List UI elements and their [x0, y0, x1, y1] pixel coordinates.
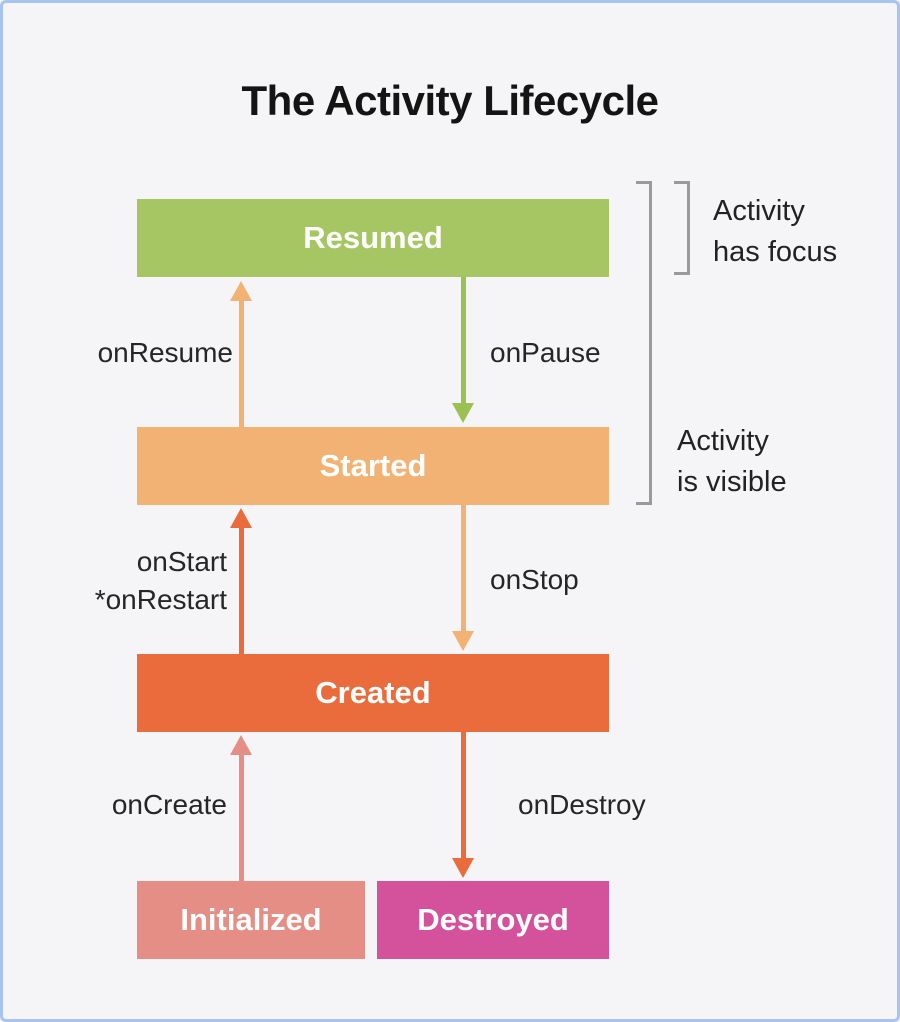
- diagram-title: The Activity Lifecycle: [241, 77, 659, 124]
- arrow-shaft: [238, 528, 244, 654]
- annotation-has-focus: Activity has focus: [713, 191, 837, 273]
- state-label-started: Started: [319, 448, 427, 483]
- arrowhead-up-icon: [230, 735, 252, 755]
- arrow-on-resume: [230, 281, 252, 427]
- transition-label-on-resume: onResume: [97, 337, 233, 368]
- state-label-initialized: Initialized: [180, 902, 322, 937]
- arrow-shaft: [460, 505, 466, 631]
- annotation-is-visible-line2: is visible: [677, 466, 787, 498]
- state-box-started: Started: [137, 427, 609, 505]
- transition-label-on-create: onCreate: [111, 789, 227, 820]
- annotation-is-visible: Activity is visible: [677, 421, 787, 503]
- arrow-shaft: [460, 277, 466, 403]
- state-label-resumed: Resumed: [303, 220, 443, 255]
- transition-label-on-start: onStart *onRestart: [57, 543, 227, 619]
- arrow-shaft: [460, 732, 466, 858]
- bracket-activity-visible: [636, 181, 652, 505]
- state-label-destroyed: Destroyed: [417, 902, 569, 937]
- arrowhead-up-icon: [230, 281, 252, 301]
- bracket-activity-has-focus: [674, 181, 690, 275]
- arrow-on-stop: [452, 505, 474, 651]
- state-box-resumed: Resumed: [137, 199, 609, 277]
- annotation-has-focus-line2: has focus: [713, 236, 838, 268]
- arrow-shaft: [238, 301, 244, 427]
- transition-label-on-destroy: onDestroy: [518, 789, 646, 820]
- state-box-destroyed: Destroyed: [377, 881, 609, 959]
- arrow-on-destroy: [452, 732, 474, 878]
- annotation-is-visible-line1: Activity: [677, 425, 769, 457]
- arrowhead-down-icon: [452, 858, 474, 878]
- arrow-on-start: [230, 508, 252, 654]
- transition-label-on-stop: onStop: [490, 564, 579, 595]
- state-box-created: Created: [137, 654, 609, 732]
- state-box-initialized: Initialized: [137, 881, 365, 959]
- transition-label-on-start-line2: *onRestart: [94, 584, 227, 615]
- transition-label-on-start-line1: onStart: [136, 546, 227, 577]
- arrow-on-create: [230, 735, 252, 881]
- arrow-on-pause: [452, 277, 474, 423]
- annotation-has-focus-line1: Activity: [713, 195, 805, 227]
- state-label-created: Created: [315, 675, 431, 710]
- arrowhead-down-icon: [452, 631, 474, 651]
- transition-label-on-pause: onPause: [490, 337, 601, 368]
- arrow-shaft: [238, 755, 244, 881]
- arrowhead-up-icon: [230, 508, 252, 528]
- arrowhead-down-icon: [452, 403, 474, 423]
